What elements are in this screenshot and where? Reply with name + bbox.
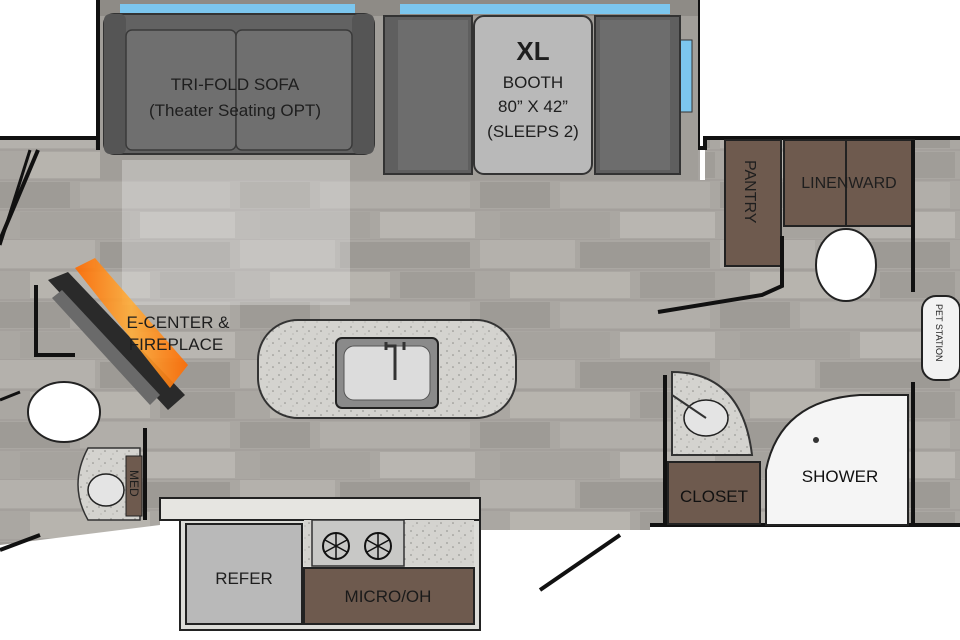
- shower-label: SHOWER: [802, 467, 879, 486]
- booth-label: BOOTH: [503, 73, 563, 92]
- med-cabinet-label: MED: [127, 470, 141, 497]
- ecenter-label: E-CENTER &: [127, 313, 231, 332]
- closet-label: CLOSET: [680, 487, 748, 506]
- micro-oh-label: MICRO/OH: [345, 587, 432, 606]
- e-center-fireplace: E-CENTER & FIREPLACE: [48, 258, 230, 410]
- xl-booth: XL BOOTH 80” X 42” (SLEEPS 2): [380, 0, 698, 180]
- pantry-label: PANTRY: [741, 160, 758, 224]
- window: [400, 4, 670, 14]
- booth-sleeps-label: (SLEEPS 2): [487, 122, 579, 141]
- window: [120, 4, 355, 14]
- toilet-icon: [815, 228, 877, 302]
- pantry: PANTRY: [724, 139, 782, 267]
- pet-station-label: PET STATION: [934, 304, 944, 362]
- tri-fold-sofa: TRI-FOLD SOFA (Theater Seating OPT): [100, 0, 380, 305]
- door-swings: [0, 149, 32, 402]
- rear-toilet: [815, 228, 877, 302]
- front-vanity: MED: [77, 447, 143, 521]
- linen-wardrobe: LINENWARD: [783, 139, 915, 227]
- booth-size-label: XL: [516, 36, 549, 66]
- interior-walls-rear: [657, 140, 915, 525]
- kitchen-counter: REFER MICRO/OH: [159, 497, 481, 631]
- linen-label: LINENWARD: [801, 175, 896, 192]
- vanity-sink-icon: [87, 473, 125, 507]
- sofa-option-label: (Theater Seating OPT): [149, 101, 321, 120]
- stove-burner-icon: [311, 519, 405, 567]
- front-toilet: [27, 381, 101, 443]
- booth-dimensions-label: 80” X 42”: [498, 97, 568, 116]
- pet-station: PET STATION: [921, 295, 960, 381]
- sofa-label: TRI-FOLD SOFA: [171, 75, 300, 94]
- fireplace-label: FIREPLACE: [129, 335, 223, 354]
- kitchen-island: [257, 319, 517, 419]
- shower: SHOWER: [765, 394, 909, 526]
- closet: CLOSET: [667, 461, 761, 525]
- toilet-icon: [27, 381, 101, 443]
- refer-label: REFER: [215, 569, 273, 588]
- rear-vanity: [671, 370, 754, 456]
